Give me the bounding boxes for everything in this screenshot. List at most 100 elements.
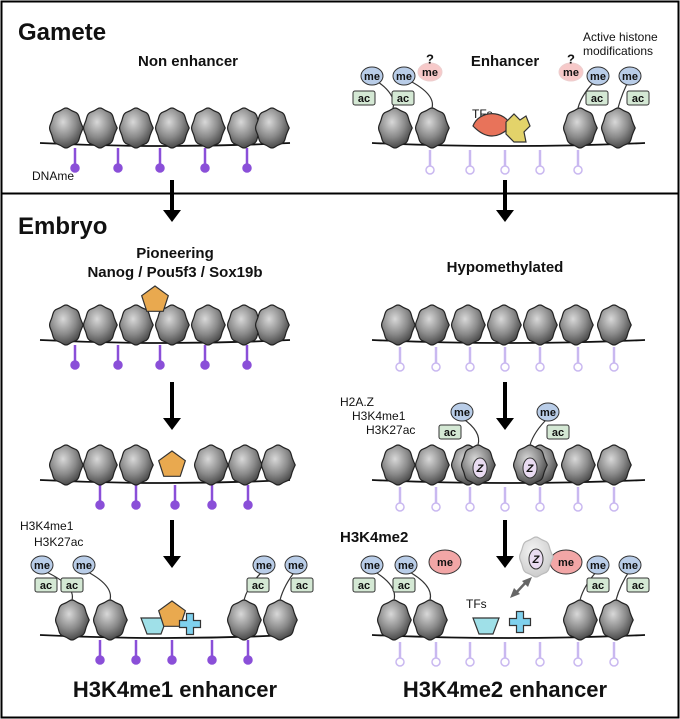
down-arrow-head — [163, 210, 181, 222]
embryo-right-cpg-3-head — [609, 657, 619, 667]
ac-mark — [290, 577, 314, 593]
me-mark — [392, 66, 416, 86]
nucleosome — [377, 107, 413, 149]
nucleosome-body — [48, 304, 84, 346]
nucleosome-body — [450, 304, 486, 346]
embryo-left-cpg-2-head — [95, 500, 105, 510]
nucleosome — [522, 304, 558, 346]
me-mark — [360, 66, 384, 86]
gamete-right-cpg-head — [425, 165, 435, 175]
hypomethylated-label: Hypomethylated — [447, 259, 564, 276]
nucleosome-body — [92, 599, 128, 641]
ac-mark — [626, 577, 650, 593]
embryo-left-cpg-2-head — [131, 500, 141, 510]
embryo-left-cpg-2-head — [243, 500, 253, 510]
embryo-right-cpg-1-head — [395, 362, 405, 372]
nucleosome-body — [118, 304, 154, 346]
me-mark — [30, 555, 54, 575]
h2az-variant — [522, 457, 538, 479]
left-h3k27ac-label: H3K27ac — [34, 535, 83, 549]
me-mark-label: me — [540, 407, 556, 419]
nucleosome — [450, 304, 486, 346]
embryo-right-cpg-3-head — [431, 657, 441, 667]
nucleosome-body — [193, 444, 229, 486]
down-arrow-head — [163, 418, 181, 430]
nucleosome — [600, 107, 636, 149]
nucleosome — [414, 107, 450, 149]
ac-mark-label: ac — [40, 580, 52, 592]
nucleosome — [380, 304, 416, 346]
ac-mark — [246, 577, 270, 593]
nucleosome-body — [154, 304, 190, 346]
embryo-right-cpg-3-head — [395, 657, 405, 667]
h2az-variant-label: Z — [532, 554, 541, 566]
gamete-right-cpg-head — [535, 165, 545, 175]
nucleosome — [486, 304, 522, 346]
embryo-left-cpg-1-head — [200, 360, 210, 370]
h2az-label: H2A.Z — [340, 395, 374, 409]
me-mark — [450, 402, 474, 422]
nucleosome-body — [262, 599, 298, 641]
nucleosome — [118, 444, 154, 486]
nucleosome — [226, 304, 262, 346]
ac-mark — [585, 90, 609, 106]
nucleosome — [226, 599, 262, 641]
embryo-right-cpg-3-head — [535, 657, 545, 667]
nucleosome-body — [598, 599, 634, 641]
nucleosome — [82, 444, 118, 486]
nucleosome — [598, 599, 634, 641]
nucleosome-body — [558, 304, 594, 346]
nucleosome-body — [380, 444, 416, 486]
embryo-left-cpg-3-head — [95, 655, 105, 665]
ac-mark — [60, 577, 84, 593]
nucleosome-body — [260, 444, 296, 486]
gamete-left-cpg-head — [242, 163, 252, 173]
nucleosome-body — [486, 304, 522, 346]
me-mark — [252, 555, 276, 575]
down-arrow-head — [163, 556, 181, 568]
nucleosome — [227, 444, 263, 486]
ac-mark-label: ac — [397, 93, 409, 105]
nucleosome-body — [190, 107, 226, 149]
embryo-right-cpg-2-head — [573, 502, 583, 512]
ac-mark-label: ac — [358, 580, 370, 592]
me-mark-label: me — [563, 67, 579, 79]
nucleosome-body — [227, 444, 263, 486]
nucleosome — [380, 444, 416, 486]
right-h3k27ac-label: H3K27ac — [366, 423, 415, 437]
ac-mark — [392, 577, 416, 593]
nucleosome-body — [190, 304, 226, 346]
nucleosome — [190, 304, 226, 346]
nucleosome-body — [254, 107, 290, 149]
nucleosome-body — [600, 107, 636, 149]
embryo-right-cpg-1-head — [431, 362, 441, 372]
gamete-right-cpg-head — [465, 165, 475, 175]
me-mark — [618, 66, 642, 86]
embryo-left-cpg-3-head — [167, 655, 177, 665]
embryo-right-cpg-3-head — [573, 657, 583, 667]
histone-tail — [83, 569, 112, 601]
pioneering-label: Pioneering — [136, 245, 214, 262]
nucleosome — [118, 107, 154, 149]
me-mark-label: me — [288, 560, 304, 572]
me-mark-label: me — [590, 560, 606, 572]
me-mark — [417, 62, 443, 82]
embryo-right-cpg-2-head — [535, 502, 545, 512]
right-h3k4me1-label: H3K4me1 — [352, 409, 406, 423]
me-mark — [360, 555, 384, 575]
ac-mark-label: ac — [591, 93, 603, 105]
nucleosome-body — [82, 304, 118, 346]
h3k4me2-enhancer-result: H3K4me2 enhancer — [403, 677, 608, 702]
me-mark-label: me — [558, 557, 574, 569]
me-mark-label: me — [256, 560, 272, 572]
me-mark — [536, 402, 560, 422]
nucleosome-body — [254, 304, 290, 346]
embryo-left-cpg-2-head — [170, 500, 180, 510]
nucleosome-body — [226, 304, 262, 346]
me-mark-label: me — [398, 560, 414, 572]
nucleosome — [48, 304, 84, 346]
me-mark-label: me — [76, 560, 92, 572]
nucleosome — [414, 444, 450, 486]
me-mark-label: me — [622, 71, 638, 83]
histone-tail — [529, 417, 549, 446]
